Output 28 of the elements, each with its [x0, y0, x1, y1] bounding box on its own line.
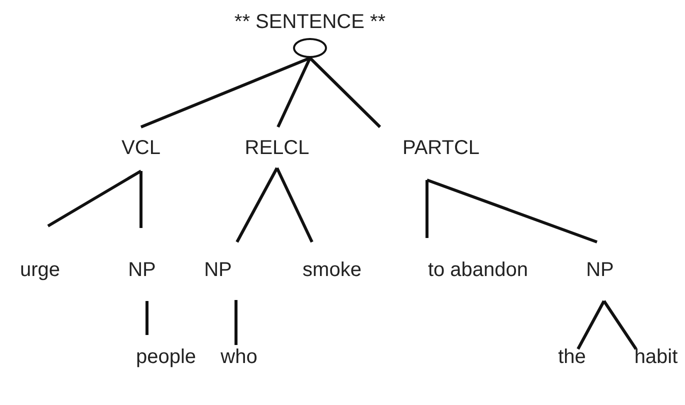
tree-branch: [576, 300, 606, 350]
tree-branch: [426, 180, 428, 238]
tree-node-label: smoke: [302, 260, 362, 280]
tree-node-label: to abandon: [428, 260, 528, 280]
tree-node-label: people: [136, 347, 196, 367]
tree-title: ** SENTENCE **: [234, 12, 386, 32]
tree-node-label: NP: [586, 260, 614, 280]
tree-branch: [140, 56, 311, 128]
tree-node-label: NP: [204, 260, 232, 280]
tree-node-label: the: [558, 347, 586, 367]
root-ellipse: [293, 38, 327, 58]
tree-node-label: habit: [634, 347, 678, 367]
tree-node-label: PARTCL: [402, 138, 480, 158]
tree-branch: [146, 301, 148, 335]
tree-branch: [140, 171, 142, 228]
tree-node-label: urge: [20, 260, 60, 280]
tree-branch: [236, 167, 278, 243]
tree-branch: [276, 167, 314, 243]
tree-node-label: VCL: [122, 138, 160, 158]
tree-branch: [276, 57, 312, 128]
tree-branch: [234, 300, 238, 345]
tree-node-label: NP: [128, 260, 156, 280]
tree-branch: [308, 56, 382, 128]
tree-branch: [602, 300, 638, 350]
tree-node-label: RELCL: [244, 138, 310, 158]
tree-branch: [47, 170, 142, 228]
tree-node-label: who: [220, 347, 258, 367]
tree-branch: [426, 178, 598, 244]
